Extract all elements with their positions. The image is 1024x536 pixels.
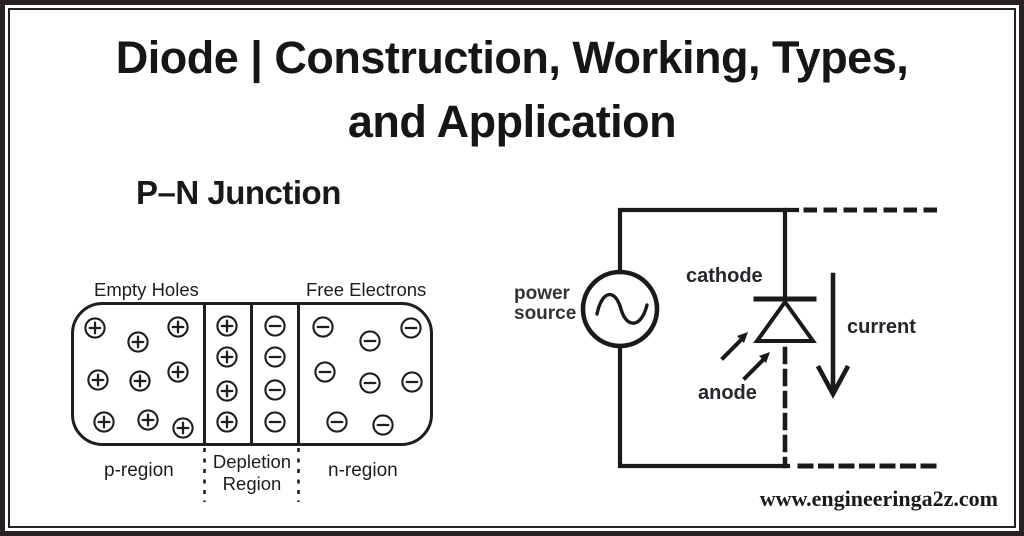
pn-junction-box	[71, 302, 433, 502]
page-title-line1: Diode | Construction, Working, Types,	[115, 32, 909, 83]
current-arrow-head	[815, 364, 851, 399]
p-region-label: p-region	[104, 460, 174, 481]
electron-minus-icon	[264, 315, 286, 337]
hole-plus-icon	[167, 316, 189, 338]
n-region-electrons	[312, 316, 423, 436]
pointer-arrow-1-shaft	[720, 337, 744, 361]
power-source-label: power source	[514, 284, 576, 324]
hole-plus-icon	[216, 346, 238, 368]
electron-minus-icon	[264, 411, 286, 433]
electron-minus-icon	[326, 411, 348, 433]
depletion-region-label: Depletion Region	[208, 451, 296, 494]
hole-plus-icon	[84, 317, 106, 339]
electron-minus-icon	[359, 372, 381, 394]
electron-minus-icon	[314, 361, 336, 383]
anode-label: anode	[698, 382, 757, 404]
depletion-positive-ions	[216, 315, 238, 433]
hole-plus-icon	[129, 370, 151, 392]
electron-minus-icon	[264, 346, 286, 368]
power-source-icon	[580, 269, 660, 349]
page-title-line2: and Application	[347, 96, 677, 147]
sine-wave-icon	[595, 292, 649, 325]
p-region-holes	[84, 316, 194, 439]
anode-pointer-arrows	[720, 332, 770, 381]
hole-plus-icon	[216, 411, 238, 433]
depletion-region-label-line2: Region	[222, 472, 282, 494]
diode-circuit	[580, 207, 944, 469]
electron-minus-icon	[400, 317, 422, 339]
website-watermark: www.engineeringa2z.com	[759, 486, 998, 511]
section-heading: P–N Junction	[136, 174, 341, 211]
pointer-arrow-2-head	[759, 352, 770, 363]
n-region-label: n-region	[328, 460, 398, 481]
circuit-wire-bottom	[617, 343, 791, 469]
hole-plus-icon	[216, 315, 238, 337]
electron-minus-icon	[372, 414, 394, 436]
electron-minus-icon	[264, 379, 286, 401]
hole-plus-icon	[127, 331, 149, 353]
electron-minus-icon	[312, 316, 334, 338]
circuit-wire-top	[617, 207, 800, 275]
free-electrons-label: Free Electrons	[306, 279, 427, 300]
cathode-label: cathode	[686, 265, 763, 287]
electron-minus-icon	[401, 371, 423, 393]
electron-minus-icon	[359, 330, 381, 352]
hole-plus-icon	[93, 411, 115, 433]
pointer-arrow-1-head	[737, 332, 748, 343]
page-title: Diode | Construction, Working, Types, an…	[20, 26, 1004, 154]
hole-plus-icon	[87, 369, 109, 391]
depletion-negative-ions	[264, 315, 286, 433]
current-label: current	[847, 316, 916, 338]
diode-triangle-icon	[753, 298, 817, 343]
pointer-arrow-2-shaft	[742, 357, 766, 381]
depletion-region-label-line1: Depletion	[212, 451, 292, 472]
hole-plus-icon	[137, 409, 159, 431]
hole-plus-icon	[216, 380, 238, 402]
power-source-label-line1: power	[514, 283, 570, 304]
hole-plus-icon	[172, 417, 194, 439]
hole-plus-icon	[167, 361, 189, 383]
empty-holes-label: Empty Holes	[94, 279, 199, 300]
power-source-label-line2: source	[514, 303, 577, 324]
